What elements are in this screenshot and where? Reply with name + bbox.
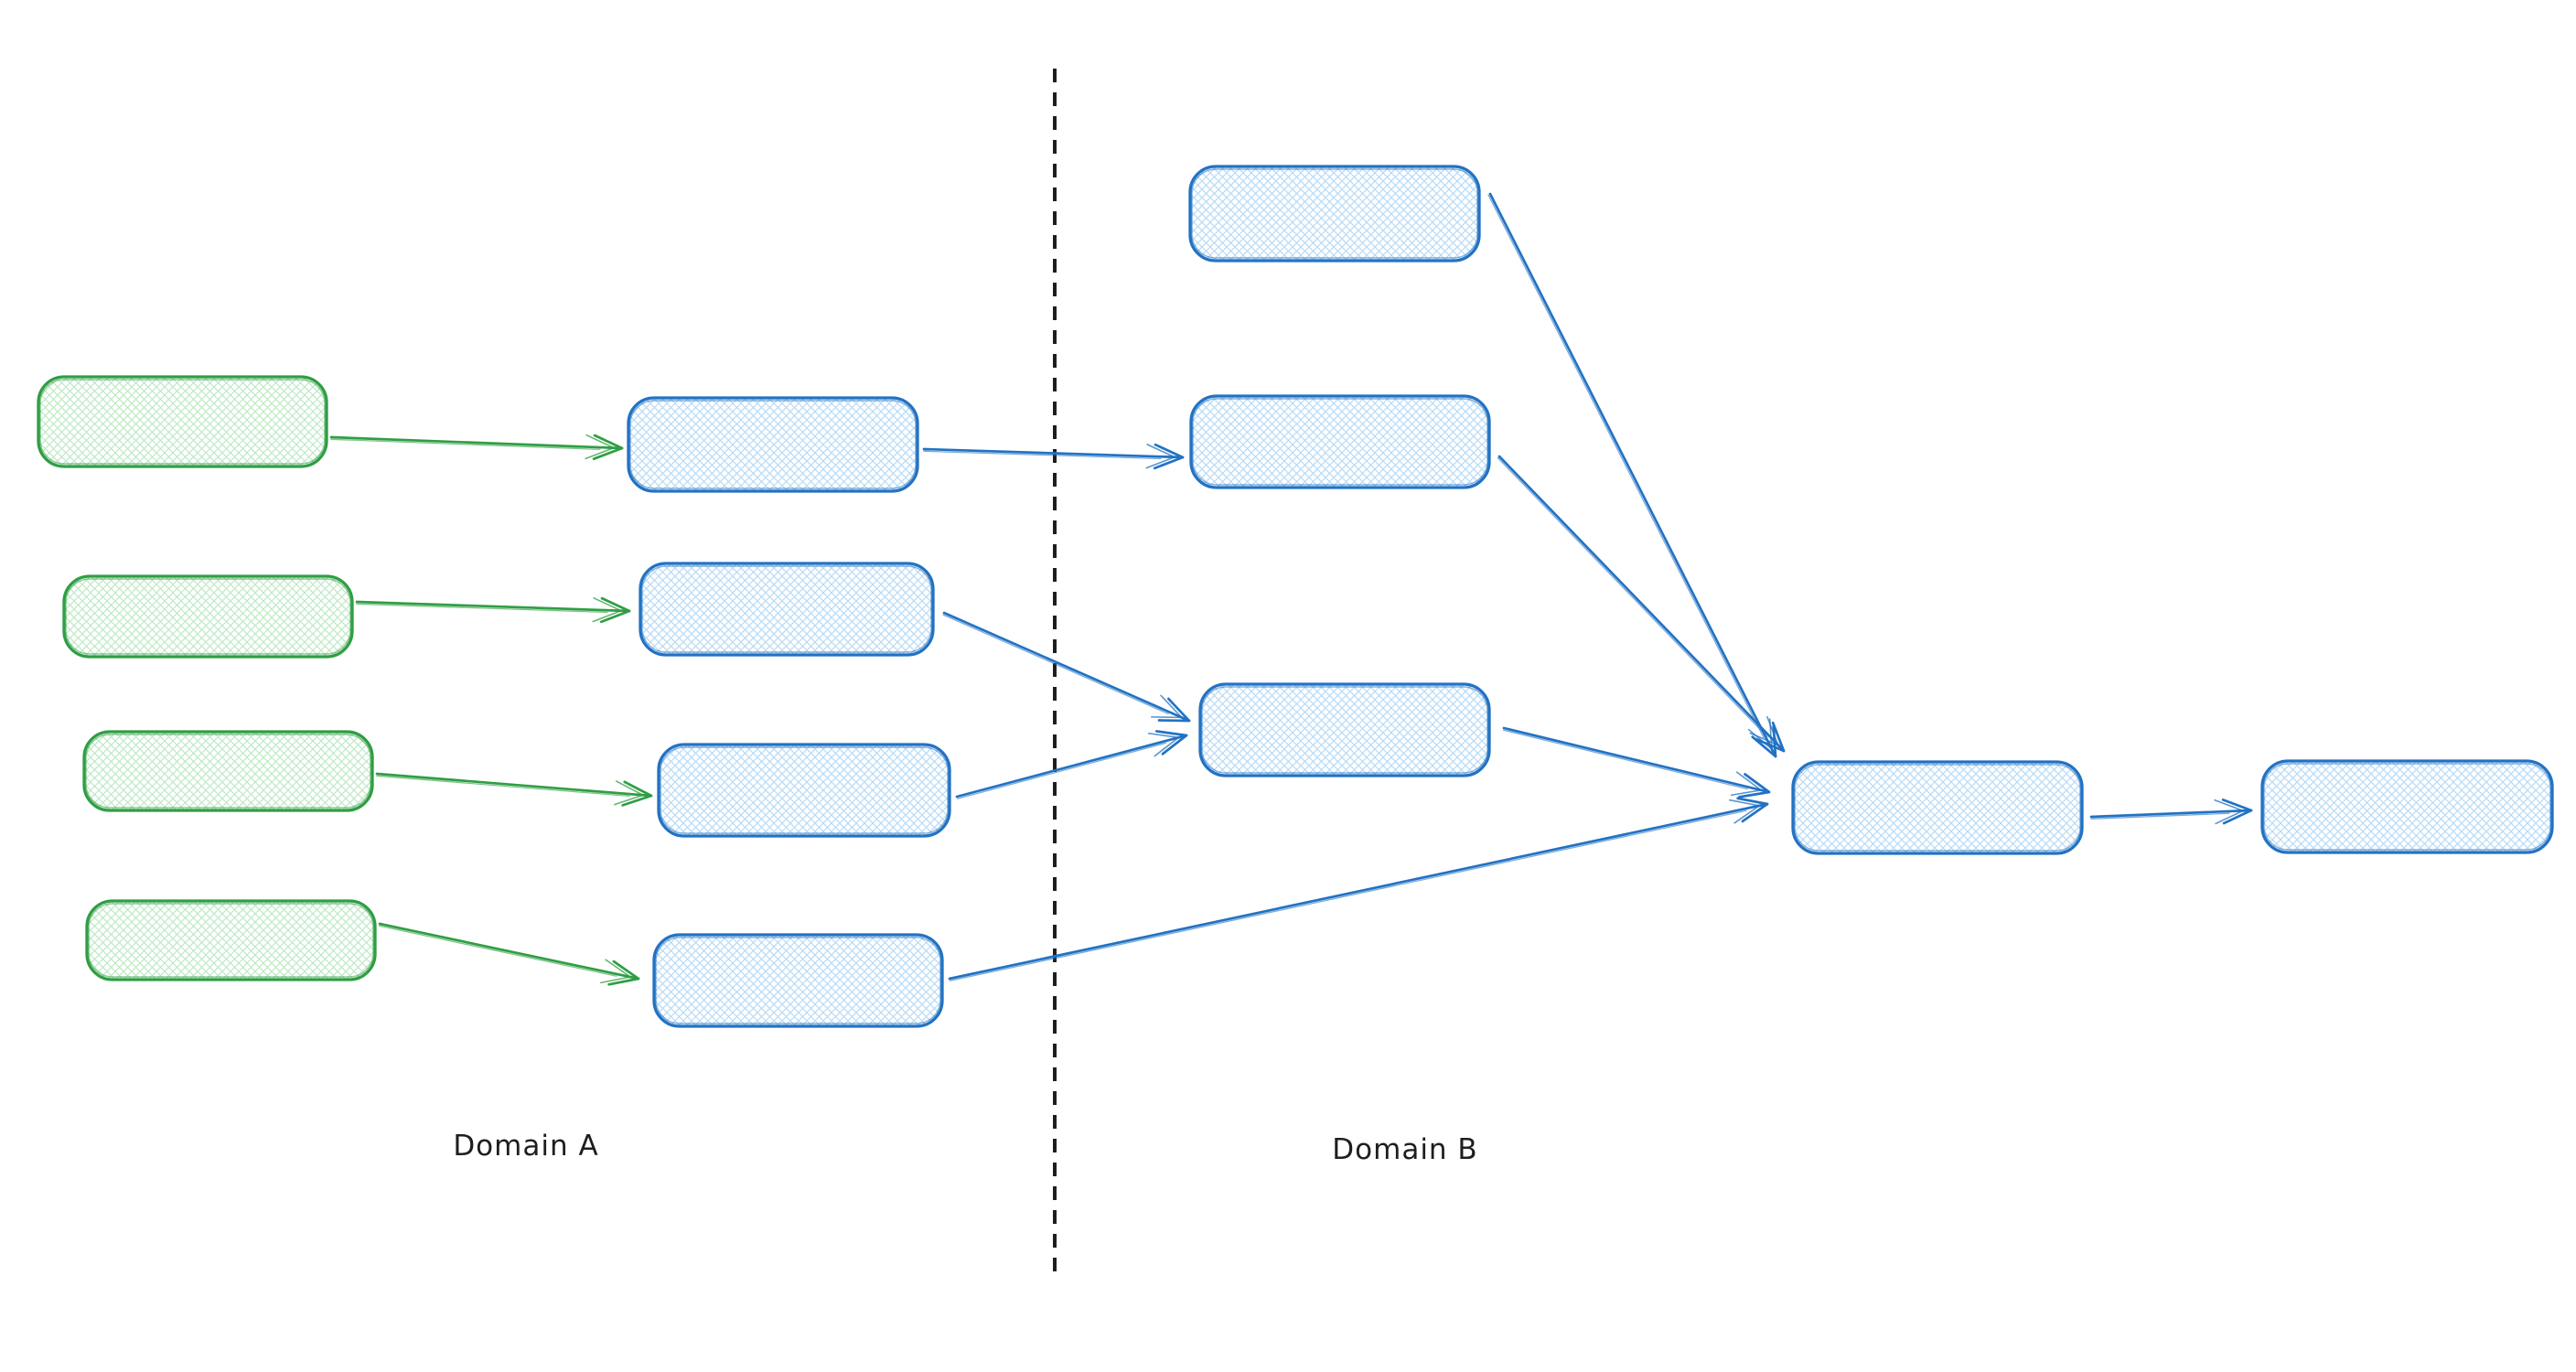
domain-b-node-1[interactable] [1188,165,1481,263]
arrow-b2-to-merge[interactable] [1497,455,1786,753]
domain-a-node-4[interactable] [652,933,944,1028]
arrow-input4-to-node4[interactable] [378,922,640,986]
nodes-layer [37,165,2554,1028]
arrows-layer [329,192,2253,986]
arrow-input2-to-node2[interactable] [355,596,631,624]
domain-b-label[interactable]: Domain B [1332,1133,1477,1166]
arrow-merge-to-output[interactable] [2089,799,2253,825]
domain-a-node-3[interactable] [657,743,951,838]
domain-a-input-3[interactable] [82,730,374,812]
domain-b-node-3[interactable] [1198,682,1491,777]
labels-layer: Domain A Domain B [453,1130,1477,1166]
arrow-input3-to-node3[interactable] [375,772,653,807]
domain-a-input-1[interactable] [37,375,328,468]
domain-a-label[interactable]: Domain A [453,1130,598,1163]
arrow-b3-to-merge[interactable] [1502,726,1771,799]
domain-b-merge-node[interactable] [1791,760,2084,855]
arrow-node1-to-b2[interactable] [922,443,1185,470]
domain-a-input-4[interactable] [85,899,377,981]
arrow-b1-to-merge[interactable] [1487,192,1777,758]
arrow-node2-to-b3[interactable] [942,611,1191,723]
arrow-input1-to-node1[interactable] [329,434,624,461]
domain-a-node-2[interactable] [639,562,935,657]
arrow-node3-to-b3[interactable] [955,730,1188,799]
domain-a-input-2[interactable] [62,574,354,659]
domain-b-output-node[interactable] [2260,759,2554,854]
domain-b-node-2[interactable] [1189,394,1491,489]
domain-a-node-1[interactable] [627,396,919,493]
arrow-node4-to-merge[interactable] [948,797,1769,981]
